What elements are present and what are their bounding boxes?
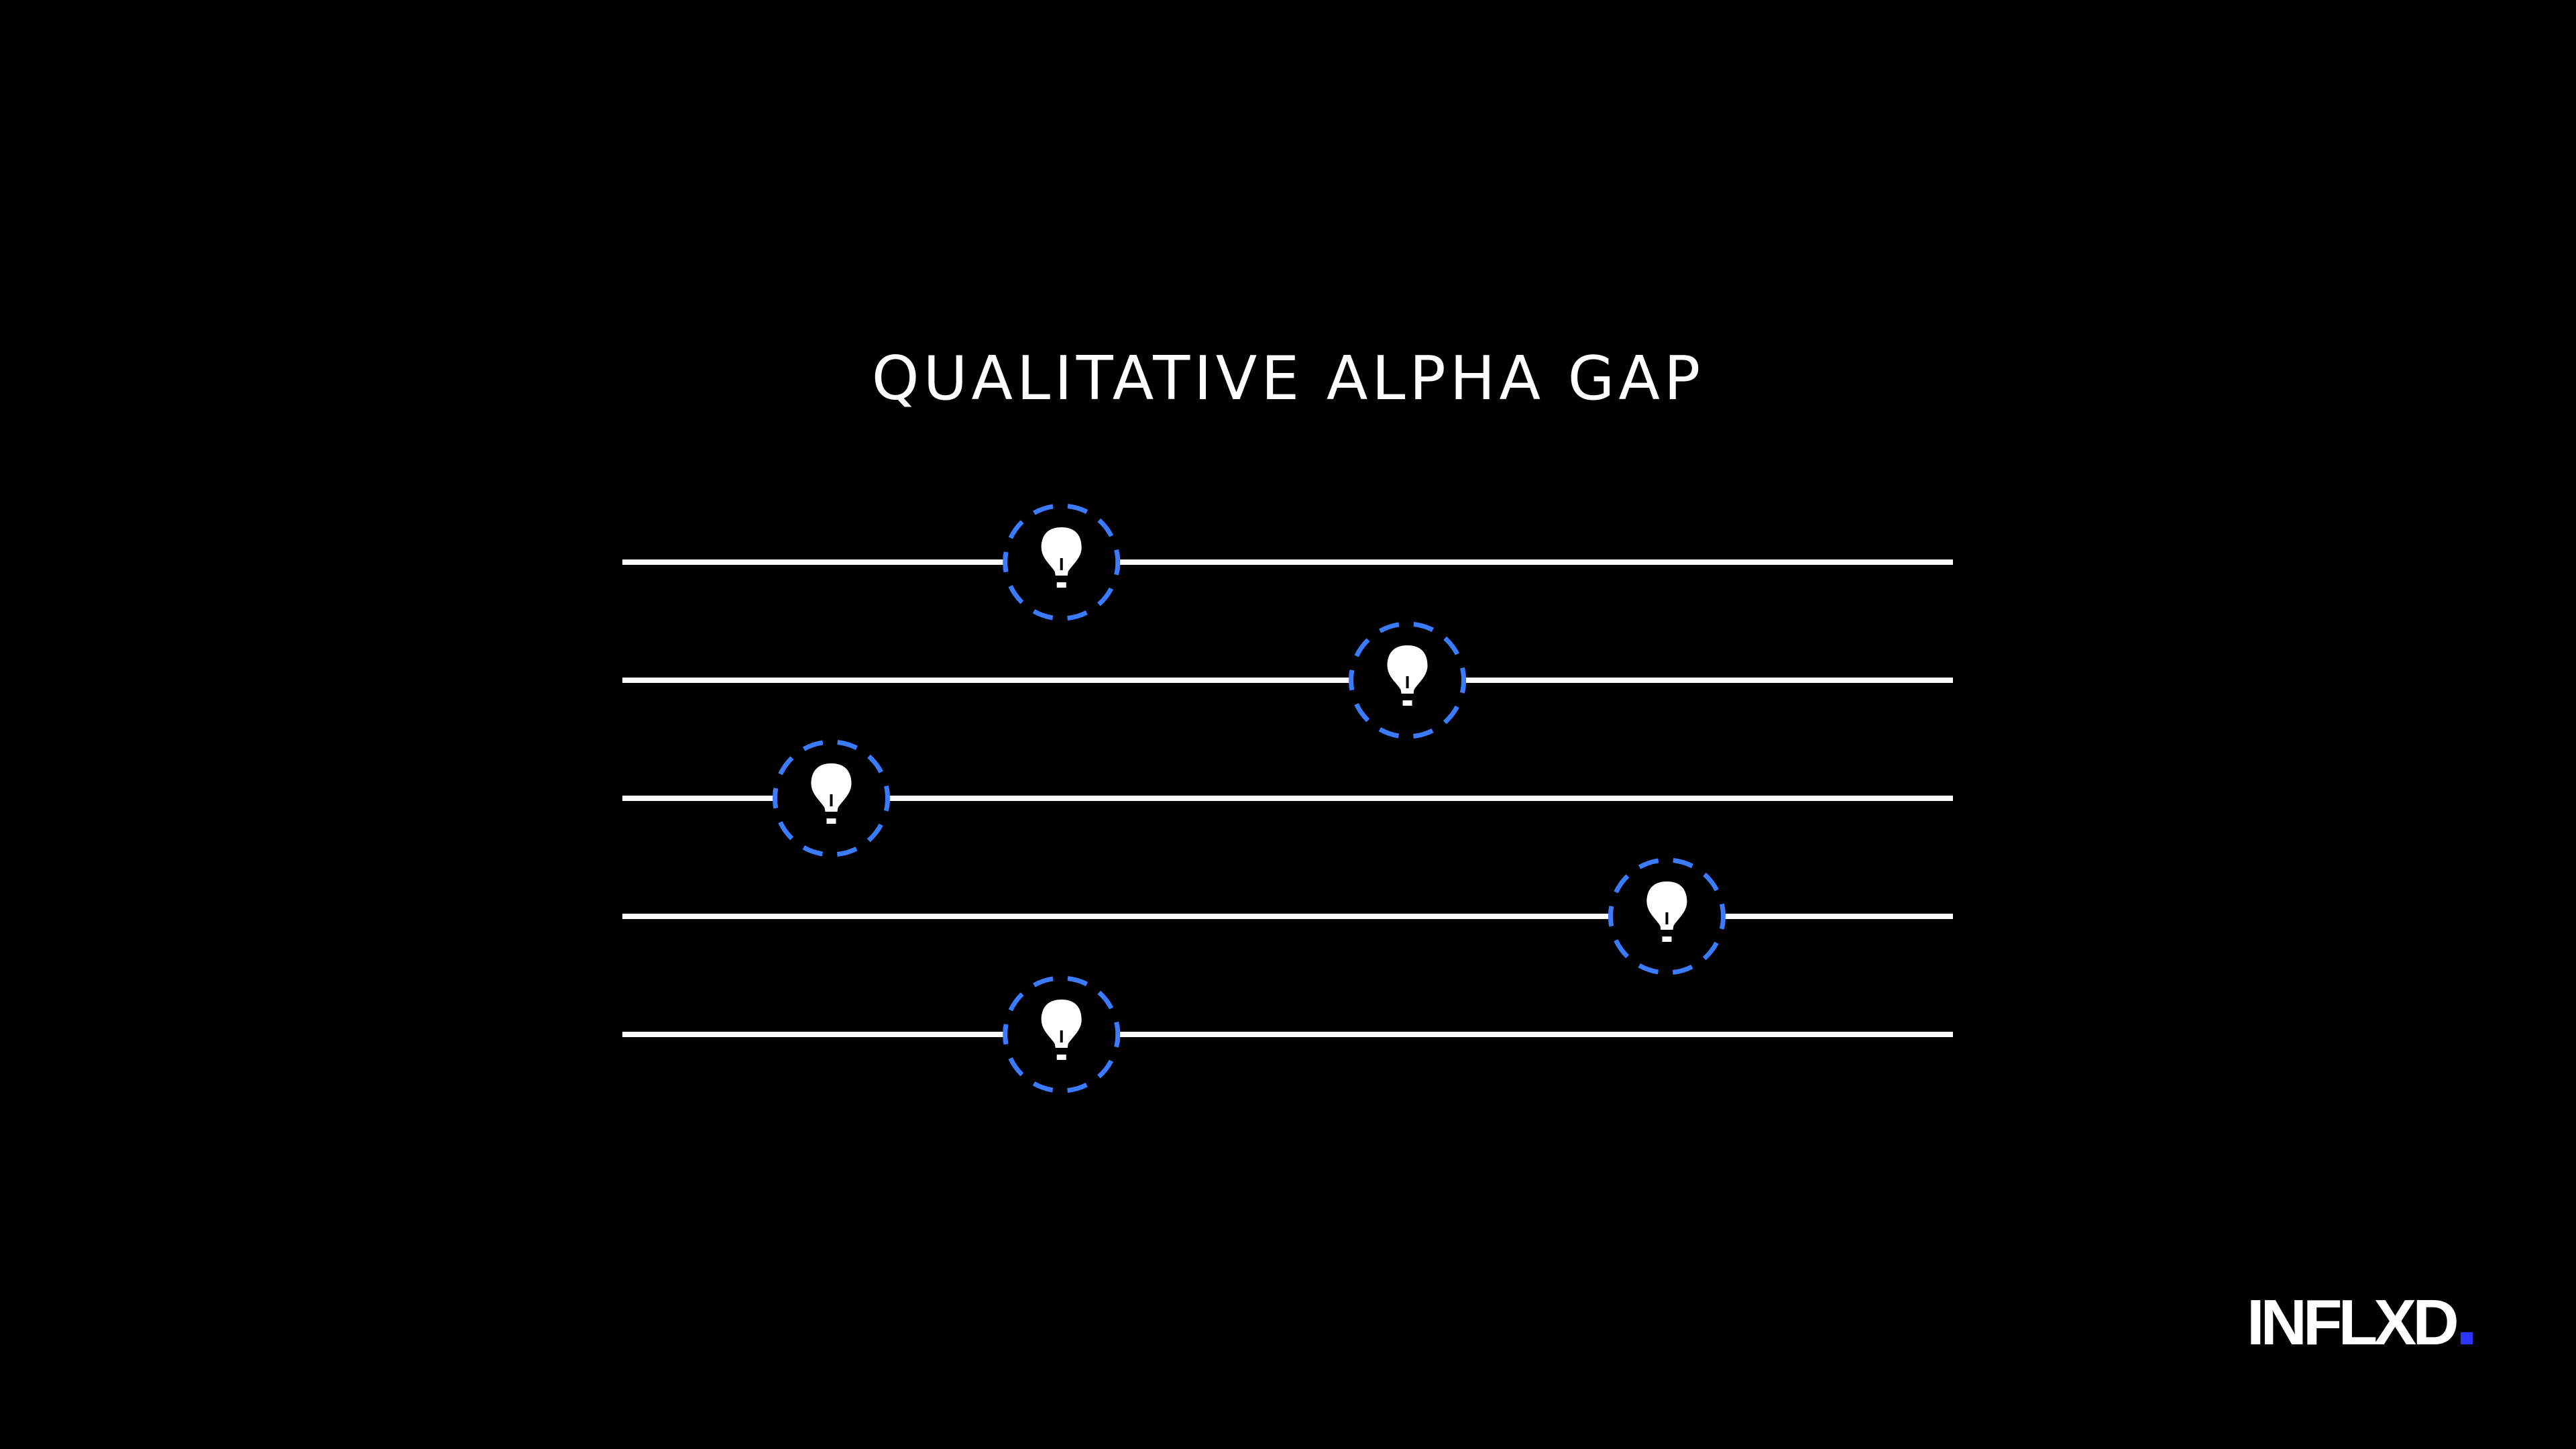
brand-logo: INFLXD [2247, 1289, 2473, 1356]
brand-logo-text: INFLXD [2247, 1287, 2459, 1358]
row-2 [622, 621, 1953, 739]
bulb-base [1402, 700, 1412, 706]
row-4 [622, 857, 1953, 975]
dashed-ring [1608, 857, 1726, 975]
dashed-ring [1003, 975, 1121, 1093]
bulb-base [1056, 582, 1066, 588]
lightbulb-icon [1387, 645, 1428, 706]
bulb-base [826, 818, 836, 824]
bulb-base [1056, 1055, 1066, 1060]
lightbulb-icon [811, 763, 852, 824]
row-3 [622, 739, 1953, 857]
bulb-glass [811, 763, 852, 812]
bulb-glass [1041, 1000, 1082, 1048]
bulb-glass [1387, 645, 1428, 694]
lightbulb-icon [1646, 881, 1687, 942]
dashed-ring [1349, 621, 1467, 739]
lightbulb-icon [1041, 1000, 1082, 1060]
lightbulb-icon [1041, 527, 1082, 588]
slide-title: QUALITATIVE ALPHA GAP [871, 343, 1705, 414]
dashed-ring [772, 739, 890, 857]
row-1 [622, 503, 1953, 621]
dashed-ring [1003, 503, 1121, 621]
bulb-glass [1646, 881, 1687, 930]
brand-logo-dot [2460, 1332, 2473, 1344]
bulb-base [1662, 936, 1672, 942]
row-5 [622, 975, 1953, 1093]
bulb-glass [1041, 527, 1082, 576]
